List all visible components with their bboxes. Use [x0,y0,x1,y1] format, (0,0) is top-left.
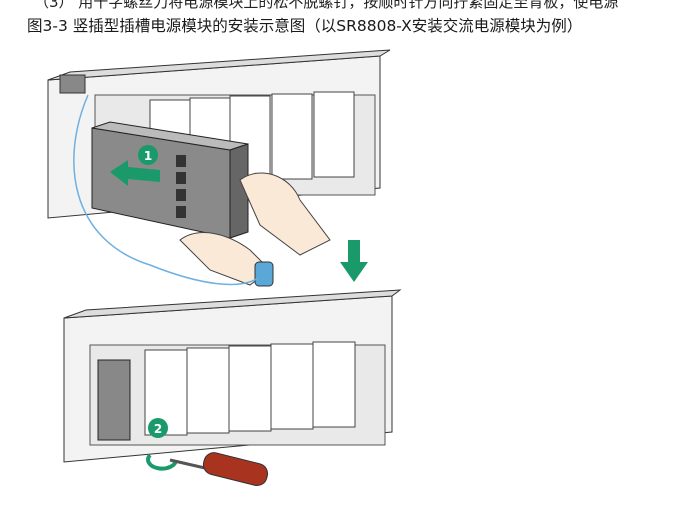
chassis-bottom [63,289,402,463]
rotate-clockwise-icon [146,453,178,471]
grounding-cable [73,94,259,286]
hand-icon [239,172,331,256]
arrow-left-icon [110,160,160,186]
arrow-down-icon [340,240,368,282]
step-1-badge [138,145,158,165]
step-2-badge [148,418,168,438]
figure-caption: 图3-3 竖插型插槽电源模块的安装示意图（以SR8808-X安装交流电源模块为例… [27,17,583,35]
step-2-label: 2 [154,422,162,436]
step-text: （3） 用十字螺丝刀将电源模块上的松不脱螺钉，按顺时针方向拧紧固定至背板，使电源 [34,0,619,11]
step-1-label: 1 [144,149,152,163]
wrist-strap [254,261,274,287]
screwdriver-icon [169,452,269,487]
